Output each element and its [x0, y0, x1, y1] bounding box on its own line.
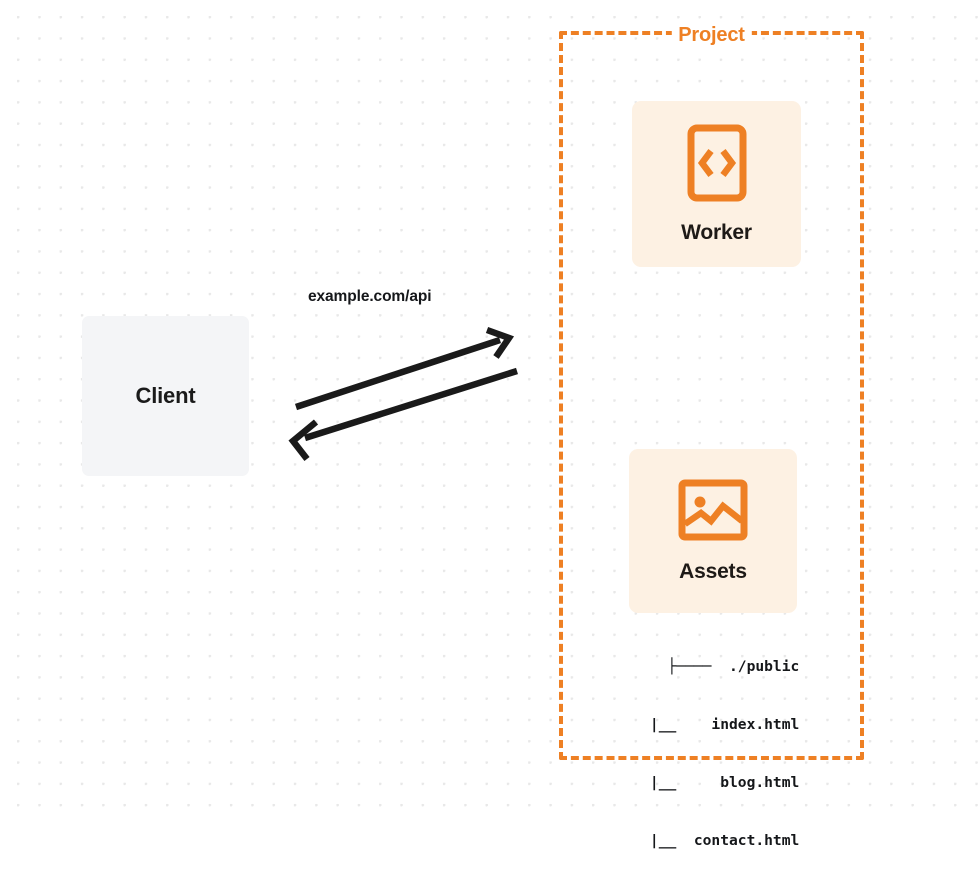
project-group-boundary: Project	[559, 24, 864, 760]
image-picture-icon	[678, 479, 748, 546]
diagram-canvas: Client example.com/api Project Worker	[0, 0, 980, 849]
file-tree-line: |__ contact.html	[606, 832, 800, 850]
arrow-left-icon	[288, 367, 518, 461]
file-tree-line: |__ index.html	[606, 716, 800, 734]
assets-file-tree: ├──── ./public |__ index.html |__ blog.h…	[606, 618, 799, 890]
request-url-label: example.com/api	[308, 288, 432, 305]
worker-card-label: Worker	[681, 220, 752, 244]
code-brackets-icon	[687, 124, 747, 207]
file-tree-line: ├──── ./public	[667, 657, 800, 675]
client-node[interactable]: Client	[82, 316, 249, 476]
assets-card-label: Assets	[679, 559, 747, 583]
worker-card[interactable]: Worker	[632, 101, 801, 267]
project-group-title: Project	[671, 24, 752, 47]
client-node-label: Client	[135, 383, 196, 408]
assets-card[interactable]: Assets	[629, 449, 797, 613]
file-tree-line: |__ blog.html	[606, 774, 800, 792]
arrow-right-icon	[294, 326, 515, 411]
